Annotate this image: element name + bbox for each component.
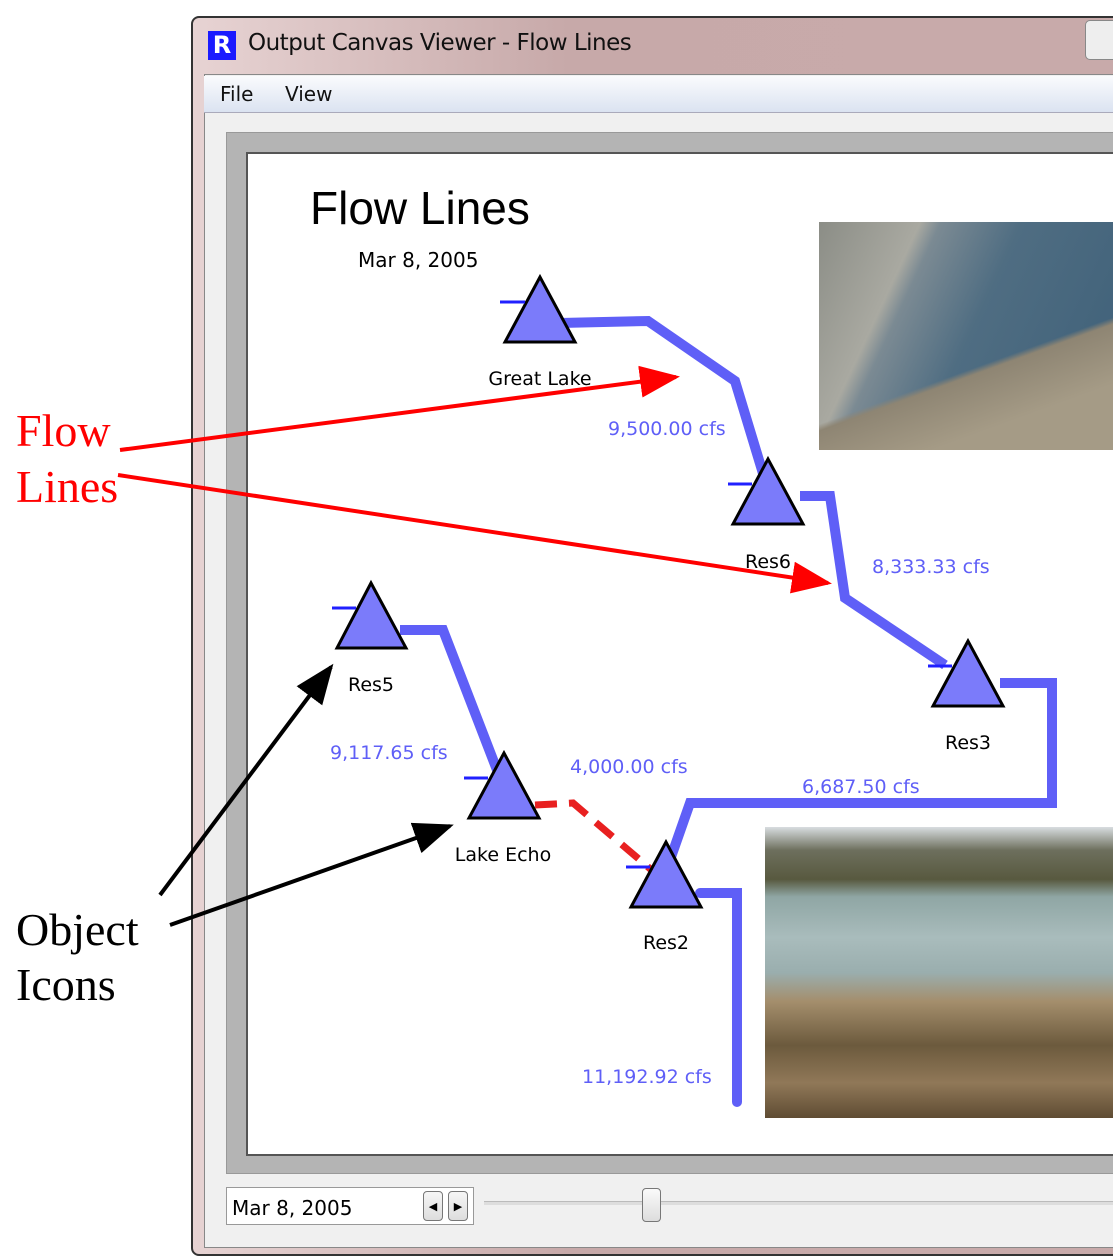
object-label: Res5 [348,674,394,696]
object-icon-res3[interactable] [930,637,1006,708]
flow-value: 4,000.00 cfs [570,756,688,778]
object-icons-callout-arrows [158,663,454,927]
flow-value: 8,333.33 cfs [872,556,990,578]
flow-line-res6[interactable] [800,491,948,670]
object-icon-great-lake[interactable] [502,273,578,344]
annotation-object-icons: Object [16,904,139,955]
object-icon-res6[interactable] [730,455,806,526]
flow-value: 11,192.92 cfs [582,1066,712,1088]
object-label: Res3 [945,732,991,754]
flow-lines-callout-arrows [117,365,832,594]
flow-value: 9,500.00 cfs [608,418,726,440]
water-level-icons [332,300,952,869]
object-label: Res6 [745,551,791,573]
flow-line-lake-echo[interactable] [534,799,698,911]
object-label: Great Lake [488,368,591,390]
next-date-button[interactable]: ▶ [448,1191,468,1221]
annotation-flow-lines: Flow [16,405,111,456]
object-icon-lake-echo[interactable] [466,749,542,820]
flow-line-res2[interactable] [695,888,742,1107]
app-icon: R [208,31,236,60]
annotation-object-icons: Icons [16,959,116,1010]
menu-file[interactable]: File [220,82,254,106]
canvas-title: Flow Lines [310,182,530,234]
prev-date-button[interactable]: ◀ [423,1191,443,1221]
canvas-date: Mar 8, 2005 [358,248,478,272]
object-label: Lake Echo [455,844,551,866]
minimize-button[interactable] [1085,20,1113,60]
flow-value: 9,117.65 cfs [330,742,448,764]
time-slider-thumb[interactable] [642,1188,662,1222]
time-slider[interactable] [484,1201,1113,1205]
menu-bar [204,76,1113,113]
flow-value: 6,687.50 cfs [802,776,920,798]
window-title: Output Canvas Viewer - Flow Lines [248,30,632,56]
dam-photo [819,222,1113,450]
object-icon-res2[interactable] [628,838,704,909]
object-icon-res5[interactable] [334,579,409,650]
reservoir-photo [765,827,1113,1118]
object-label: Res2 [643,932,689,954]
date-value: Mar 8, 2005 [232,1196,353,1220]
annotation-flow-lines: Lines [16,461,118,512]
menu-view[interactable]: View [285,82,333,106]
flow-line-great-lake[interactable] [559,315,770,482]
flow-line-res3[interactable] [665,678,1057,862]
flow-line-res5[interactable] [400,625,502,772]
